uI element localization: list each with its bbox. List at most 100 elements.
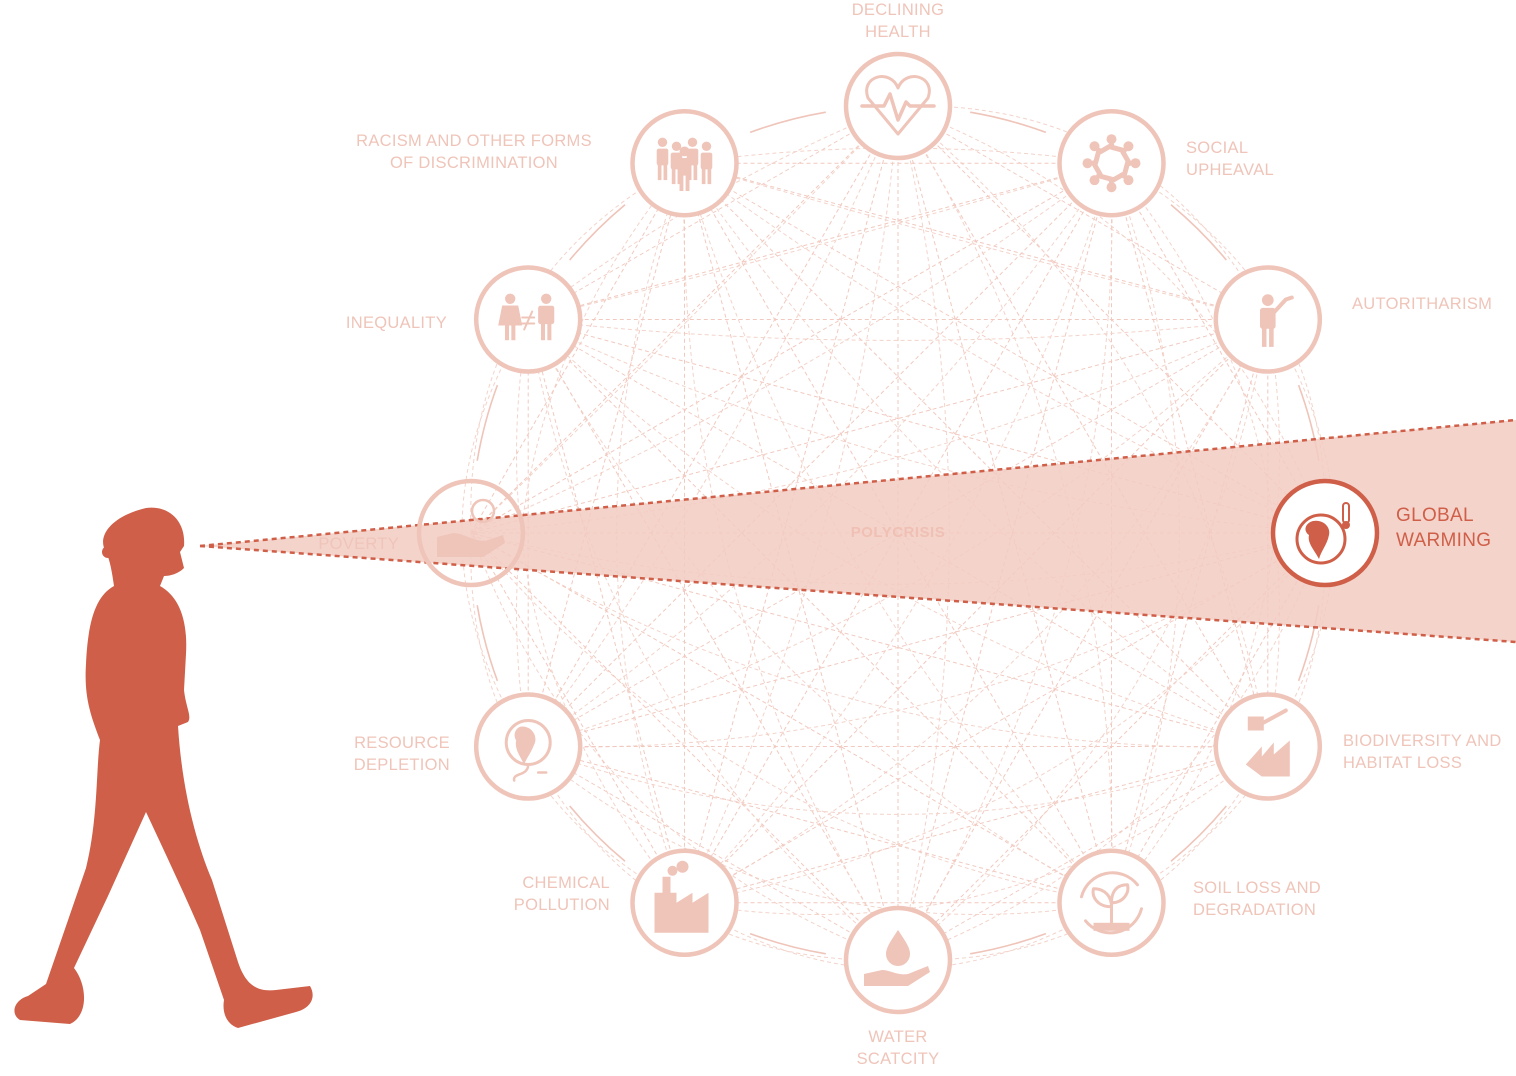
person-body (14, 507, 313, 1028)
connection-curve (684, 746, 1269, 915)
connection-line (897, 105, 1112, 903)
connection-curve (897, 105, 1269, 747)
ring-arc (569, 204, 626, 261)
center-label: POLYCRISIS (850, 524, 946, 541)
connection-curve (470, 105, 899, 534)
beam-fill (200, 420, 1516, 642)
connection-line (897, 319, 1269, 961)
connection-curve (684, 163, 1112, 904)
ring-arc (970, 932, 1047, 955)
connection-line (470, 162, 1112, 534)
connection-line (897, 105, 1269, 747)
connection-line (527, 319, 1112, 904)
connection-line (470, 532, 1112, 904)
connection-line (684, 162, 1269, 747)
node-resource-depletion (473, 692, 583, 801)
connection-line (527, 162, 1112, 747)
connection-line (527, 163, 685, 747)
hand-coin-icon (437, 498, 505, 557)
node-poverty (416, 478, 526, 588)
connection-line (528, 532, 1326, 747)
connection-line (470, 319, 1268, 534)
connection-curve (470, 532, 1112, 904)
node-social-upheaval (1057, 108, 1166, 218)
connection-line (470, 162, 685, 534)
label-poverty: POVERTY (318, 535, 399, 553)
ring-arc (749, 932, 826, 955)
node-ring (1057, 108, 1166, 218)
connection-curve (527, 746, 1112, 915)
connection-line (684, 163, 899, 961)
connection-curve (528, 319, 1269, 747)
ring-arcs (476, 111, 1320, 955)
connection-curve (528, 162, 1112, 320)
connection-curve (527, 162, 1112, 747)
connection-curve (470, 532, 899, 961)
ring-arc (476, 384, 499, 461)
node-water-scarcity (843, 905, 953, 1015)
connection-curve (684, 532, 1326, 904)
node-chemical-pollution (630, 848, 739, 958)
ring-arc (569, 805, 626, 862)
connection-curve (470, 532, 1268, 748)
connection-line (527, 319, 899, 961)
connection-curve (683, 163, 899, 961)
connection-curve (897, 105, 950, 961)
node-soil-loss (1057, 848, 1166, 958)
connection-line (527, 105, 899, 320)
node-ring (416, 478, 526, 588)
connection-curve (516, 319, 685, 904)
connection-curve (684, 162, 1268, 320)
connection-line (684, 319, 1269, 904)
connection-curve (528, 746, 1268, 815)
connection-line (528, 319, 1326, 534)
connection-line (897, 163, 1112, 961)
connection-curve (516, 162, 685, 747)
connection-curve (1111, 319, 1280, 904)
connection-curve (470, 162, 1112, 534)
connection-curve (1111, 163, 1180, 903)
connection-curve (897, 319, 1269, 961)
connection-curve (897, 105, 1113, 903)
connection-curve (1111, 162, 1280, 747)
connection-curve (684, 319, 1269, 904)
ring-arc (1170, 805, 1227, 862)
connection-line (527, 319, 685, 903)
person-hair-bun (102, 546, 114, 558)
people-circle-icon (1082, 134, 1141, 193)
label-autoritharism: AUTORITHARISM (1352, 295, 1493, 313)
seedling-cycle-icon (1080, 871, 1143, 935)
connection-curve (527, 319, 1112, 904)
earth-plug-icon (504, 719, 552, 782)
node-inequality (473, 265, 583, 374)
node-racism (630, 108, 739, 218)
hand-water-drop-icon (864, 930, 930, 986)
node-autoritharism (1213, 265, 1323, 374)
connection-curve (897, 163, 1113, 961)
connection-curve (527, 319, 1268, 747)
beam-edge-bottom (199, 544, 1516, 644)
node-biodiversity (1213, 692, 1323, 801)
node-circles (416, 51, 1380, 1015)
ring-arc (749, 111, 826, 134)
connection-line (527, 105, 899, 747)
heartbeat-icon (860, 75, 936, 136)
connection-line (684, 532, 1326, 904)
woman-not-equal-man-icon (498, 293, 555, 341)
connection-curve (527, 105, 899, 320)
connection-line (470, 532, 685, 904)
walking-person-silhouette (14, 507, 313, 1028)
connection-curve (616, 163, 685, 903)
ring-arc (476, 605, 499, 682)
ring-arc (1170, 204, 1227, 261)
ring-arc (970, 111, 1047, 134)
